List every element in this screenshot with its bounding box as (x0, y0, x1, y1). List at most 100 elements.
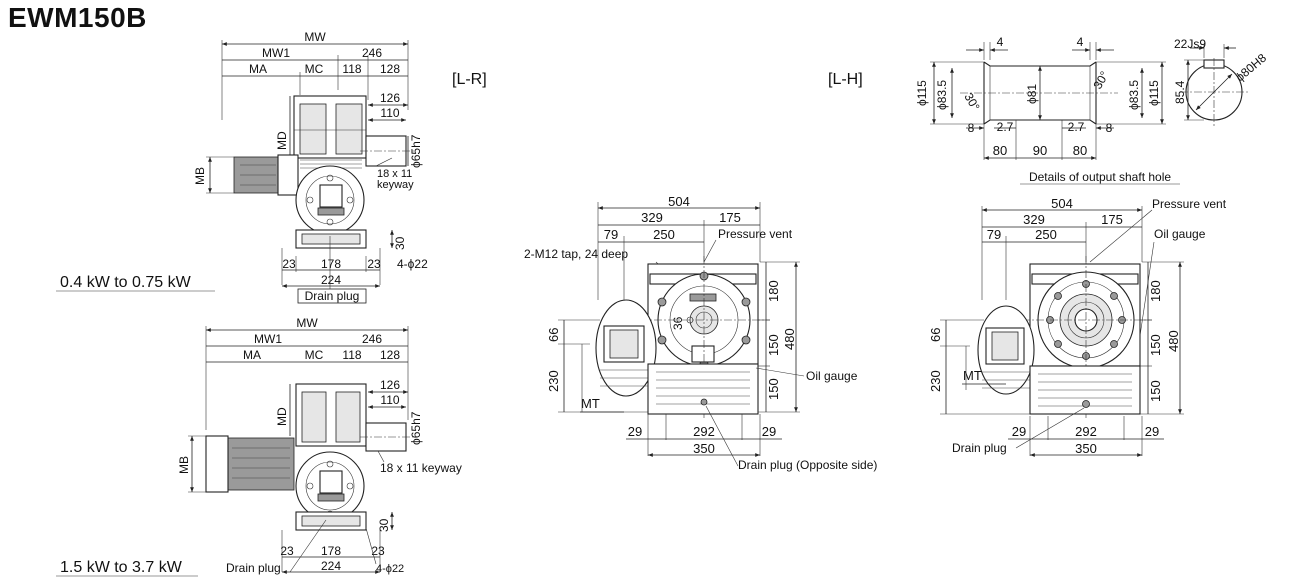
drain-plug-label: Drain plug (305, 289, 360, 303)
dim-phi65-2: ϕ65h7 (409, 411, 423, 445)
view-small-motor: MW MW1 246 MA MC 118 128 126 110 ϕ65h7 1… (56, 30, 428, 304)
dim-329: 329 (641, 210, 663, 225)
view-lr-label: [L-R] (452, 71, 487, 88)
dim-350: 350 (693, 441, 715, 456)
dim-mb: MB (193, 167, 207, 185)
holes-label-2: 4-ϕ22 (376, 563, 404, 575)
shaft-caption: Details of output shaft hole (1029, 170, 1171, 184)
dim-250: 250 (653, 227, 675, 242)
keyway-label: keyway (377, 179, 414, 191)
dim-178: 178 (321, 257, 341, 271)
dim-mc-2: MC (305, 348, 324, 362)
dim-246-2: 246 (362, 332, 382, 346)
dim-mc: MC (305, 62, 324, 76)
dim-350-lh: 350 (1075, 441, 1097, 456)
pressure-vent-label: Pressure vent (718, 227, 793, 241)
dim-phi81: ϕ81 (1025, 84, 1039, 104)
dim-23d: 23 (371, 544, 385, 558)
dim-80b: 80 (1073, 143, 1087, 158)
dim-118-2: 118 (342, 348, 361, 362)
range-small-label: 0.4 kW to 0.75 kW (60, 274, 192, 291)
dim-90: 90 (1033, 143, 1047, 158)
drain-plug-opposite-label: Drain plug (Opposite side) (738, 458, 877, 472)
dim-175: 175 (719, 210, 741, 225)
pressure-vent-label-lh: Pressure vent (1152, 197, 1227, 211)
dim-504-lh: 504 (1051, 196, 1073, 211)
dim-80a: 80 (993, 143, 1007, 158)
dim-126-2: 126 (380, 378, 400, 392)
dim-66-lh: 66 (928, 328, 943, 342)
dim-36: 36 (671, 316, 685, 330)
dim-126: 126 (380, 91, 400, 105)
view-lr: [L-R] 504 329 175 79 250 Pressure vent 2… (452, 71, 877, 472)
dim-128-2: 128 (380, 348, 400, 362)
holes-label: 4-ϕ22 (397, 257, 428, 271)
view-large-motor: MW MW1 246 MA MC 118 128 126 110 ϕ65h7 1… (56, 316, 462, 577)
dim-230-lh: 230 (928, 370, 943, 392)
dim-4b: 4 (1077, 35, 1084, 49)
dim-150b-lh: 150 (1148, 380, 1163, 402)
dim-854: 85.4 (1173, 80, 1187, 104)
dim-29b: 29 (762, 424, 776, 439)
dim-292-lh: 292 (1075, 424, 1097, 439)
dim-phi835b: ϕ83.5 (1127, 80, 1141, 110)
dim-79: 79 (604, 227, 618, 242)
dim-180-lh: 180 (1148, 280, 1163, 302)
keyway-full-label: 18 x 11 keyway (380, 461, 462, 475)
dim-mt: MT (581, 396, 600, 411)
drain-plug-label-lh: Drain plug (952, 441, 1007, 455)
dim-292: 292 (693, 424, 715, 439)
dim-224: 224 (321, 273, 341, 287)
oil-gauge-label-lh: Oil gauge (1154, 227, 1206, 241)
dim-27a: 2.7 (997, 120, 1014, 134)
dim-180: 180 (766, 280, 781, 302)
dim-250-lh: 250 (1035, 227, 1057, 242)
dim-mb-2: MB (177, 456, 191, 474)
dim-8a: 8 (968, 121, 975, 135)
dim-ma-2: MA (243, 348, 261, 362)
page-title: EWM150B (8, 2, 147, 33)
dim-mw-2: MW (296, 316, 318, 330)
dim-phi115a: ϕ115 (915, 80, 929, 106)
dim-mw: MW (304, 30, 326, 44)
dim-110: 110 (380, 106, 399, 120)
dim-23b: 23 (367, 257, 381, 271)
dim-30deg-b: 30° (1090, 69, 1111, 92)
view-lh: [L-H] 504 329 175 79 250 Pressure vent O… (828, 71, 1227, 457)
dim-230: 230 (546, 370, 561, 392)
dim-ma: MA (249, 62, 267, 76)
dim-29a: 29 (628, 424, 642, 439)
dim-29a-lh: 29 (1012, 424, 1026, 439)
dim-480: 480 (782, 328, 797, 350)
keyway-size: 18 x 11 (377, 168, 412, 180)
dim-30deg-a: 30° (961, 91, 982, 114)
dim-30-2: 30 (377, 518, 391, 532)
dim-118: 118 (342, 62, 361, 76)
range-large-label: 1.5 kW to 3.7 kW (60, 559, 183, 576)
dim-150a-lh: 150 (1148, 334, 1163, 356)
dim-150b: 150 (766, 378, 781, 400)
dim-phi65: ϕ65h7 (409, 134, 423, 168)
view-lh-label: [L-H] (828, 71, 863, 88)
dim-mt-lh: MT (963, 368, 982, 383)
dim-md-2: MD (275, 407, 289, 426)
dim-4a: 4 (997, 35, 1004, 49)
dim-23a: 23 (282, 257, 296, 271)
dim-128: 128 (380, 62, 400, 76)
dim-27b: 2.7 (1068, 120, 1085, 134)
dim-175-lh: 175 (1101, 212, 1123, 227)
drain-plug-label-2: Drain plug (226, 561, 281, 575)
dim-329-lh: 329 (1023, 212, 1045, 227)
dim-phi115b: ϕ115 (1147, 80, 1161, 106)
dim-178-2: 178 (321, 544, 341, 558)
keyway-js: 22Js9 (1174, 37, 1206, 51)
dim-29b-lh: 29 (1145, 424, 1159, 439)
dim-110-2: 110 (380, 393, 399, 407)
dim-150a: 150 (766, 334, 781, 356)
dim-30: 30 (393, 236, 407, 250)
tap-label: 2-M12 tap, 24 deep (524, 247, 628, 261)
dim-504: 504 (668, 194, 690, 209)
dim-mw1-2: MW1 (254, 332, 282, 346)
dim-23c: 23 (280, 544, 294, 558)
